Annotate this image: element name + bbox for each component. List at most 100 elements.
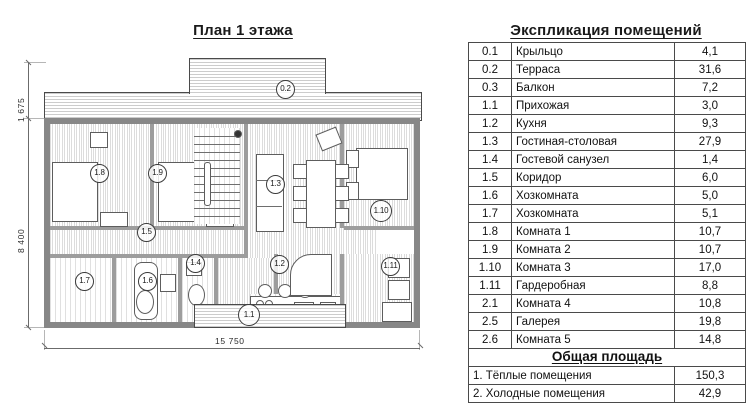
room-name: Комната 5 — [511, 330, 675, 349]
room-area: 27,9 — [674, 132, 746, 151]
storage-box — [382, 302, 412, 322]
ceiling-light-1 — [258, 284, 272, 298]
dining-table — [306, 160, 336, 228]
room-marker-1-6: 1.6 — [138, 272, 157, 291]
room-name: Гардеробная — [511, 276, 675, 295]
wardrobe-shelf-2 — [388, 280, 410, 300]
chair-5 — [335, 186, 349, 201]
sink-1-6 — [160, 274, 176, 292]
room-number: 2.1 — [468, 294, 512, 313]
nightstand-1-8 — [90, 132, 108, 148]
porch-area — [194, 304, 346, 328]
room-number: 1.6 — [468, 186, 512, 205]
room-marker-1-7: 1.7 — [75, 272, 94, 291]
room-name: Крыльцо — [511, 42, 675, 61]
chair-3 — [293, 208, 307, 223]
room-marker-1-5: 1.5 — [137, 223, 156, 242]
room-number: 1.4 — [468, 150, 512, 169]
room-name: Прихожая — [511, 96, 675, 115]
bed-1-10 — [356, 148, 408, 200]
room-name: Балкон — [511, 78, 675, 97]
room-area: 19,8 — [674, 312, 746, 331]
room-number: 1.11 — [468, 276, 512, 295]
toilet-1-6 — [136, 290, 154, 314]
room-area: 17,0 — [674, 258, 746, 277]
room-number: 2.6 — [468, 330, 512, 349]
room-name: Комната 2 — [511, 240, 675, 259]
exposition-title: Экспликация помещений — [510, 22, 702, 39]
room-marker-1-11: 1.11 — [381, 257, 400, 276]
room-area: 5,1 — [674, 204, 746, 223]
chair-2 — [293, 186, 307, 201]
room-marker-1-1: 1.1 — [238, 304, 260, 326]
chair-6 — [335, 208, 349, 223]
room-name: Галерея — [511, 312, 675, 331]
room-marker-0-2: 0.2 — [276, 80, 295, 99]
room-area: 14,8 — [674, 330, 746, 349]
room-area: 7,2 — [674, 78, 746, 97]
room-marker-1-3: 1.3 — [266, 175, 285, 194]
room-name: Гостиная-столовая — [511, 132, 675, 151]
room-area: 4,1 — [674, 42, 746, 61]
room-name: Терраса — [511, 60, 675, 79]
room-number: 1.5 — [468, 168, 512, 187]
wardrobe-1-8 — [100, 212, 128, 227]
room-name: Коридор — [511, 168, 675, 187]
total-name: 2. Холодные помещения — [468, 384, 675, 403]
terrace-area — [44, 92, 422, 121]
exterior-wall-left — [44, 118, 50, 328]
room-name: Комната 1 — [511, 222, 675, 241]
toilet-1-4 — [188, 284, 205, 306]
room-marker-1-8: 1.8 — [90, 164, 109, 183]
room-number: 1.8 — [468, 222, 512, 241]
chair-1 — [293, 164, 307, 179]
room-number: 2.5 — [468, 312, 512, 331]
exterior-wall-right — [414, 118, 420, 328]
room-name: Хозкомната — [511, 186, 675, 205]
dim-height-total: 8 400 — [16, 228, 26, 253]
dim-width: 15 750 — [215, 336, 245, 346]
room-name: Гостевой санузел — [511, 150, 675, 169]
total-title: Общая площадь — [551, 349, 663, 364]
room-area: 9,3 — [674, 114, 746, 133]
terrace-bump — [189, 58, 326, 94]
floor-plan-panel: План 1 этажа 1 675 8 400 15 750 — [16, 22, 424, 350]
room-area: 3,0 — [674, 96, 746, 115]
room-name: Комната 3 — [511, 258, 675, 277]
room-1-7 — [50, 258, 112, 322]
room-area: 5,0 — [674, 186, 746, 205]
sofa — [256, 154, 284, 232]
stair-rail — [204, 162, 211, 206]
room-number: 1.9 — [468, 240, 512, 259]
building-plan: 0.2 1.8 1.9 1.3 1.5 1.10 1.7 1.6 1.4 1.2… — [44, 58, 422, 328]
total-area: 150,3 — [674, 366, 746, 385]
room-area: 8,8 — [674, 276, 746, 295]
room-name: Хозкомната — [511, 204, 675, 223]
room-area: 6,0 — [674, 168, 746, 187]
room-number: 1.7 — [468, 204, 512, 223]
room-area: 10,8 — [674, 294, 746, 313]
total-name: 1. Тёплые помещения — [468, 366, 675, 385]
room-number: 1.1 — [468, 96, 512, 115]
total-area: 42,9 — [674, 384, 746, 403]
nightstand-1-10-a — [346, 150, 359, 168]
room-area: 31,6 — [674, 60, 746, 79]
room-number: 1.10 — [468, 258, 512, 277]
